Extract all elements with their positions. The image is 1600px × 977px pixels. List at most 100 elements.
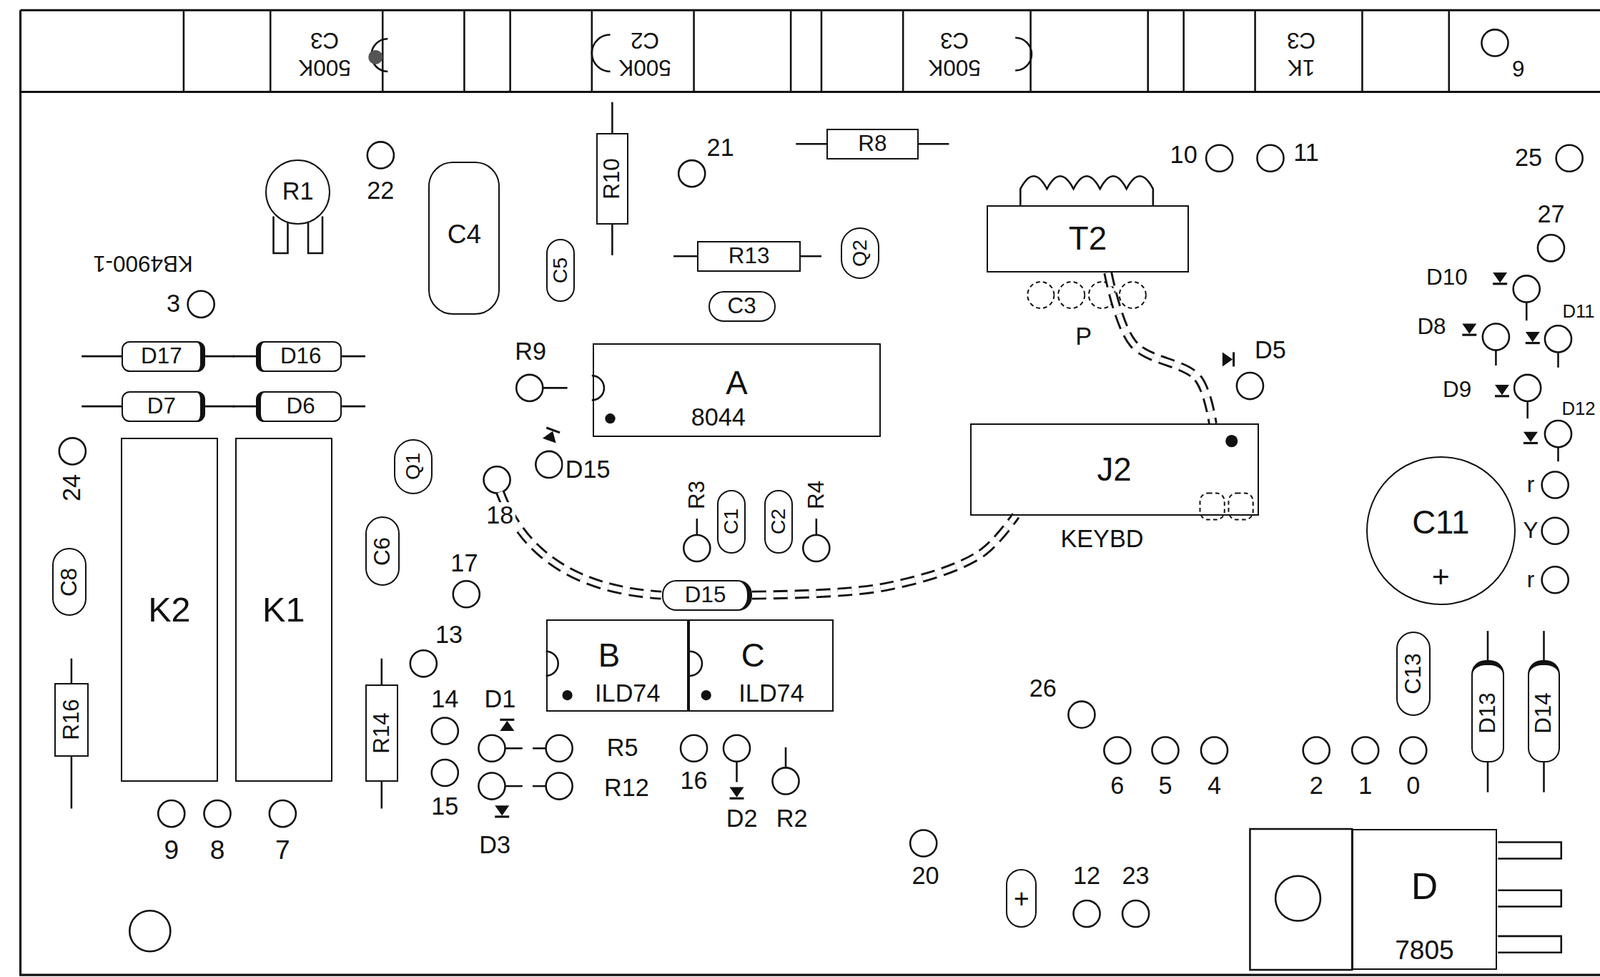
part-label: J2: [1096, 452, 1132, 487]
pot-label-cell: C3500K: [273, 14, 377, 92]
diode-bar: [1462, 333, 1477, 337]
pad-number: 6: [1108, 772, 1127, 800]
part-label: D14: [1532, 692, 1556, 735]
part-label: D1: [481, 685, 518, 713]
solder-pad: [484, 466, 511, 493]
solder-pad: [1514, 374, 1541, 402]
diode-symbol: [1494, 384, 1510, 397]
solder-pad: [157, 800, 185, 827]
part-label: C6: [371, 536, 395, 566]
trimmer-resistor: R1: [265, 159, 331, 225]
relay-body: K1: [235, 437, 333, 782]
solder-pad: [478, 772, 505, 800]
part-label: C11: [1411, 505, 1470, 540]
part-label: 8044: [691, 404, 746, 431]
ribbon-wire: [1108, 272, 1214, 424]
part-label: R16: [59, 698, 83, 740]
diode-body: D16: [255, 341, 342, 372]
component-lead: [815, 518, 818, 535]
solder-pad: [129, 910, 171, 951]
part-label: T2: [1068, 221, 1107, 256]
pad-number: 22: [364, 177, 397, 205]
solder-pad: [1544, 325, 1572, 352]
part-label: C5: [549, 257, 572, 284]
part-label: KEYBD: [1058, 525, 1146, 553]
solder-pad: [431, 759, 459, 786]
polarity-mark: +: [1005, 868, 1037, 928]
part-label: +: [1013, 884, 1030, 913]
diode-symbol: [1492, 272, 1508, 284]
part-label: D17: [140, 344, 183, 369]
pin-one-dot: [561, 689, 572, 700]
part-label: D12: [1559, 398, 1598, 419]
part-label: C13: [1401, 652, 1425, 695]
solder-pad: [367, 141, 394, 169]
component-lead: [735, 761, 738, 783]
component-lead: [1557, 351, 1560, 367]
pad-number: 18: [484, 501, 516, 530]
pad-number: 9: [1509, 57, 1527, 83]
pin-one-dot: [1225, 434, 1238, 447]
diode-symbol: [1523, 431, 1538, 444]
solder-pad: [1151, 737, 1179, 764]
strip-divider: [1146, 10, 1149, 92]
pot-label-cell: C3500K: [905, 14, 1004, 92]
diode-triangle: [1462, 323, 1477, 334]
solder-pad: [1303, 737, 1330, 764]
capacitor-body: C4: [428, 161, 500, 315]
component-lead: [1494, 350, 1498, 366]
part-label: D3: [476, 831, 513, 859]
solder-pad: [546, 772, 573, 800]
diode-symbol: [499, 719, 515, 731]
capacitor-body: C5: [546, 238, 575, 302]
part-label: K1: [262, 591, 305, 628]
pot-mark: [591, 35, 611, 72]
pad-number: 25: [1512, 144, 1545, 172]
transformer-pad: [1058, 281, 1085, 309]
component-lead: [542, 386, 567, 389]
part-label: KB4900-1: [90, 250, 196, 276]
pin-one-dot: [604, 413, 615, 424]
pad-number: 14: [428, 685, 461, 713]
solder-pad: [1103, 737, 1131, 764]
solder-pad: [683, 534, 710, 562]
solder-pad: [1481, 29, 1508, 56]
solder-pad: [203, 800, 231, 827]
board-outline: [20, 10, 1600, 975]
solder-pad: [723, 734, 750, 762]
solder-pad: [453, 580, 480, 607]
part-label: 7805: [1394, 935, 1455, 964]
component-lead: [784, 747, 788, 768]
diode-triangle: [1492, 272, 1508, 283]
solder-pad: [1544, 420, 1572, 447]
pad-number: 16: [677, 767, 710, 795]
solder-pad: [1206, 145, 1233, 172]
part-label: C: [741, 637, 765, 673]
diode-body: D14: [1527, 659, 1561, 763]
solder-pad: [1513, 275, 1540, 302]
diode-body: D6: [255, 391, 342, 422]
solder-pad: [1482, 323, 1510, 350]
solder-pad: [1542, 471, 1569, 498]
part-label: R13: [728, 244, 770, 269]
pot-label-cell: C2500K: [599, 14, 691, 92]
capacitor-body: C1: [717, 489, 746, 553]
pad-number: 5: [1156, 772, 1174, 800]
ribbon-wire: [499, 491, 662, 595]
part-label: R10: [600, 157, 625, 200]
ic-notch: [689, 651, 703, 676]
diode-symbol: [1222, 351, 1234, 367]
wire-outer: [1108, 272, 1214, 424]
pad-number: 17: [448, 549, 480, 577]
diode-bar: [546, 427, 560, 433]
capacitor-body: C6: [365, 516, 401, 586]
transformer-pad: [1027, 281, 1054, 309]
solder-pad: [1542, 517, 1569, 545]
pad-number: 11: [1291, 139, 1322, 167]
resistor-body: R10: [596, 132, 630, 225]
diode-symbol: [729, 787, 745, 799]
solder-pad: [1537, 234, 1565, 261]
ic-package: CILD74: [688, 619, 834, 711]
pot-label-cell: C31K: [1251, 14, 1350, 92]
part-label: R8: [857, 132, 887, 156]
